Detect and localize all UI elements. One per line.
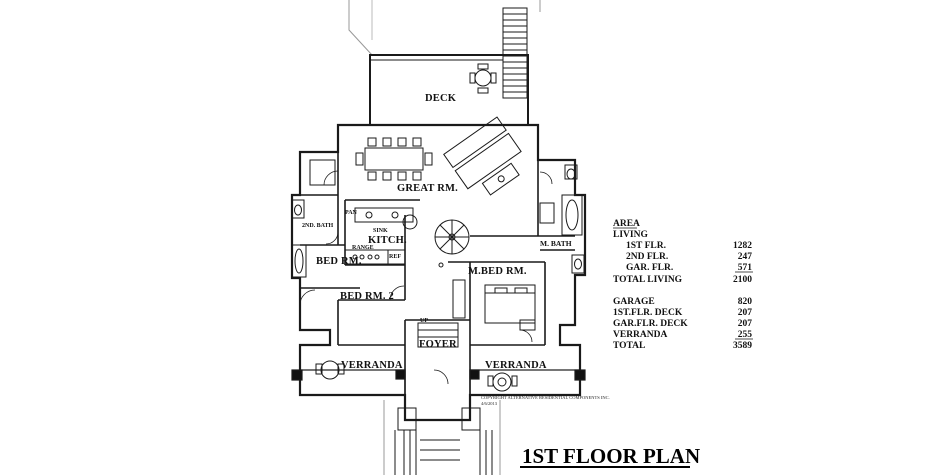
room-label-master-bath: M. BATH (540, 239, 572, 248)
label-up: UP (420, 318, 428, 324)
area-gar-deck-label: GAR.FLR. DECK (613, 319, 688, 329)
room-label-kitchen: KITCH. (368, 235, 407, 246)
area-table: AREA LIVING 1ST FLR. 1282 2ND FLR. 247 G… (613, 219, 753, 351)
copyright-date: 4/6/2013 (481, 401, 498, 406)
deck-area (369, 54, 529, 126)
area-first-flr-label: 1ST FLR. (626, 241, 666, 251)
copyright-note: COPYRIGHT ALTERNATIVE RESIDENTIAL COMPON… (481, 395, 610, 406)
area-total-value: 3589 (733, 341, 752, 351)
verranda-right-furniture (487, 372, 518, 392)
label-sink: SINK (373, 228, 388, 234)
door-swings (299, 170, 553, 385)
room-label-foyer: FOYER (419, 339, 457, 350)
room-label-great-room: GREAT RM. (397, 183, 458, 194)
area-living-label: LIVING (613, 230, 648, 240)
plan-linework (290, 0, 587, 475)
verranda-left-furniture (315, 360, 345, 380)
master-bath-fixtures (539, 164, 585, 274)
plan-title: 1ST FLOOR PLAN (522, 444, 700, 468)
light-fixture (438, 262, 444, 268)
area-verranda-value: 255 (738, 330, 753, 340)
label-pan: PAN (345, 210, 358, 216)
room-label-second-bath: 2ND. BATH (302, 223, 334, 229)
foyer-stair (417, 322, 459, 348)
area-total-living-label: TOTAL LIVING (613, 275, 683, 285)
label-ref: REF (389, 254, 401, 260)
deck-table (469, 63, 497, 94)
label-range: RANGE (352, 245, 374, 251)
area-first-deck-label: 1ST.FLR. DECK (613, 308, 683, 318)
area-first-flr-value: 1282 (733, 241, 752, 251)
room-label-bed-rm: BED RM. (316, 256, 362, 267)
sofa-set (443, 116, 522, 196)
room-label-deck: DECK (425, 93, 457, 104)
verranda-rails (291, 369, 586, 396)
area-garage-value: 820 (738, 297, 753, 307)
copyright-text: COPYRIGHT ALTERNATIVE RESIDENTIAL COMPON… (481, 395, 610, 400)
second-bath-fixtures (291, 159, 336, 278)
kitchen-counters (344, 207, 418, 265)
area-garage-label: GARAGE (613, 297, 655, 307)
area-verranda-label: VERRANDA (613, 330, 668, 340)
front-steps (383, 400, 501, 475)
dining-table (355, 137, 433, 181)
room-label-master-bed: M.BED RM. (468, 266, 527, 277)
exterior-stair (502, 7, 528, 99)
area-total-living-value: 2100 (733, 275, 752, 285)
area-second-flr-value: 247 (738, 252, 753, 262)
area-gar-deck-value: 207 (738, 319, 753, 329)
room-label-verranda-left: VERRANDA (341, 360, 403, 371)
area-gar-flr-value: 571 (738, 263, 753, 273)
room-label-bed-rm-2: BED RM. 2 (340, 291, 394, 302)
room-labels: DECK GREAT RM. 2ND. BATH PAN SINK KITCH.… (302, 93, 572, 371)
interior-walls (300, 152, 575, 395)
spiral-stair (434, 219, 470, 255)
room-label-verranda-right: VERRANDA (485, 360, 547, 371)
area-second-flr-label: 2ND FLR. (626, 252, 668, 262)
area-first-deck-value: 207 (738, 308, 753, 318)
master-bed (452, 279, 536, 331)
area-heading: AREA (613, 219, 640, 229)
exterior-walls (290, 123, 587, 422)
area-gar-flr-label: GAR. FLR. (626, 263, 673, 273)
area-total-label: TOTAL (613, 341, 645, 351)
